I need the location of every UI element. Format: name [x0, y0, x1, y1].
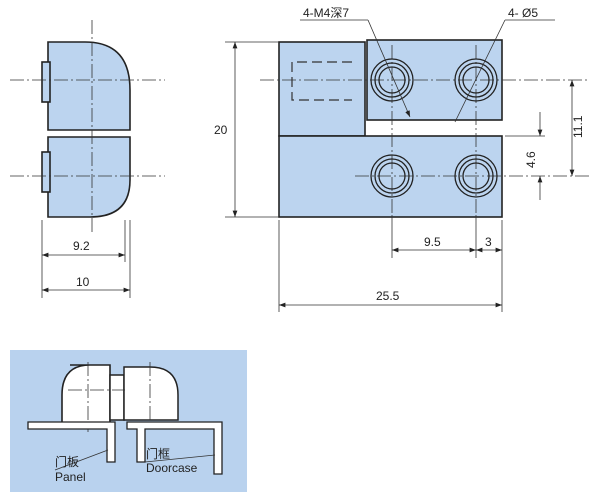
- holes: [370, 58, 498, 198]
- install-diagram: 门板 Panel 门框 Doorcase: [10, 350, 247, 492]
- panel-label-cn: 门板: [55, 454, 79, 469]
- dim-25-5: 25.5: [376, 289, 400, 303]
- front-view: 4-M4深7 4- Ø5 20 9.5 3 25.5 4.6 11.1: [214, 6, 590, 312]
- panel-label-en: Panel: [55, 470, 86, 484]
- thread-callout: 4-M4深7: [303, 6, 349, 20]
- side-view: 9.2 10: [10, 20, 165, 298]
- dim-9-5: 9.5: [424, 235, 441, 249]
- hole-callout: 4- Ø5: [508, 6, 538, 20]
- dim-9-2: 9.2: [73, 239, 90, 253]
- dim-20: 20: [214, 123, 228, 137]
- dim-3: 3: [485, 235, 492, 249]
- doorcase-label-en: Doorcase: [146, 461, 198, 475]
- dim-10: 10: [76, 275, 90, 289]
- doorcase-label-cn: 门框: [146, 446, 170, 461]
- dim-11-1: 11.1: [571, 115, 585, 138]
- dim-4-6: 4.6: [524, 151, 538, 168]
